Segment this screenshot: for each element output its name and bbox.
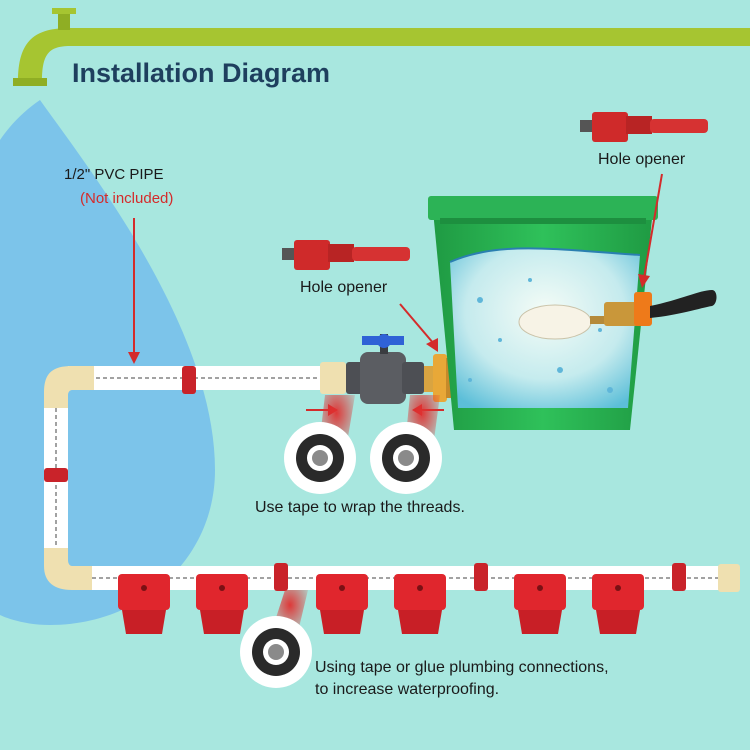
tape-glue-caption-line1: Using tape or glue plumbing connections, (315, 659, 609, 676)
float-valve (518, 290, 717, 340)
pvc-pipe-label: 1/2" PVC PIPE (64, 166, 164, 183)
hole-opener-tool-mid (282, 240, 410, 270)
hole-opener-label-top: Hole opener (598, 151, 686, 168)
not-included-note: (Not included) (80, 190, 174, 207)
faucet-pipe (13, 8, 750, 86)
tape-detail-callouts (240, 395, 442, 688)
page-title: Installation Diagram (72, 58, 331, 88)
hole-opener-tool-top (580, 112, 708, 142)
tape-threads-caption: Use tape to wrap the threads. (255, 499, 465, 516)
tape-glue-caption-line2: to increase waterproofing. (315, 681, 500, 698)
ball-valve (346, 334, 424, 404)
hole-opener-label-mid: Hole opener (300, 279, 388, 296)
drinking-cups (118, 574, 644, 634)
